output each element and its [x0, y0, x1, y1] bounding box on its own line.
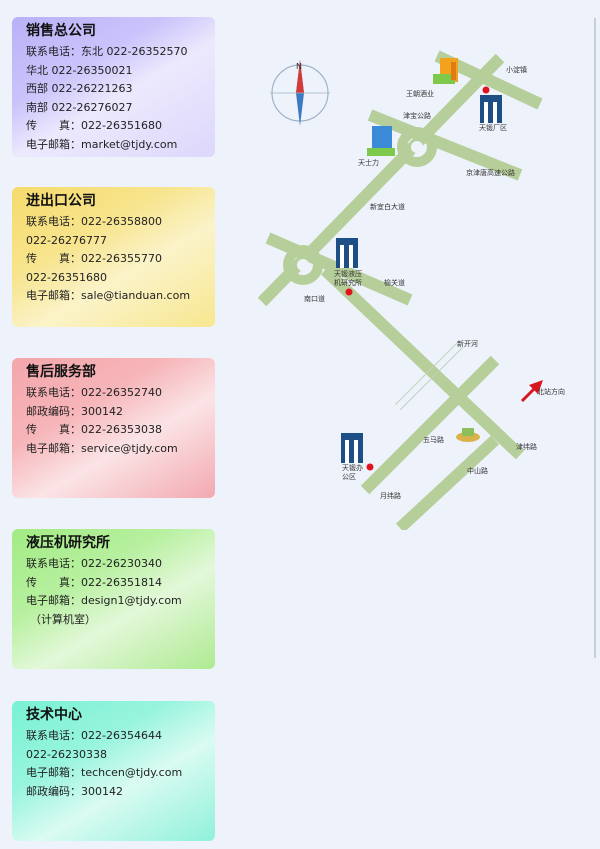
- card-line: 传 真：022-26355770: [26, 252, 162, 265]
- contact-card-import-export: 进出口公司 联系电话：022-26358800 022-26276777 传 真…: [12, 187, 215, 327]
- map-label: 南口道: [304, 294, 325, 303]
- card-line: 联系电话：022-26352740: [26, 386, 162, 399]
- card-line: 传 真：022-26351680: [26, 119, 162, 132]
- map-label: 小淀镇: [506, 65, 527, 74]
- location-marker: [366, 463, 374, 471]
- location-markers: [345, 86, 490, 471]
- card-line: 电子邮箱：design1@tjdy.com: [26, 594, 182, 607]
- card-line: 邮政编码：300142: [26, 784, 123, 798]
- direction-arrow-icon: [520, 380, 543, 403]
- card-line: 022-26276777: [26, 233, 107, 247]
- map-label: 京津唐高速公路: [466, 168, 515, 177]
- map-label: 北站方向: [537, 387, 565, 396]
- card-line: 传 真：022-26353038: [26, 423, 162, 436]
- compass-north-label: N: [296, 62, 302, 71]
- map-label: 津纬路: [516, 442, 537, 451]
- card-title: 售后服务部: [26, 364, 96, 380]
- card-line: 联系电话：022-26230340: [26, 557, 162, 570]
- card-line: 电子邮箱：sale@tianduan.com: [26, 289, 191, 302]
- roundabout: [397, 127, 437, 167]
- contact-card-after-sales: 售后服务部 联系电话：022-26352740 邮政编码：300142 传 真：…: [12, 358, 215, 498]
- scrollbar-track[interactable]: [594, 18, 596, 658]
- map-label: 天锻办: [342, 463, 363, 472]
- card-line: 邮政编码：300142: [26, 404, 123, 418]
- card-line: 联系电话：022-26358800: [26, 215, 162, 228]
- building-icon: [480, 95, 502, 123]
- location-marker: [345, 288, 353, 296]
- card-line: 电子邮箱：techcen@tjdy.com: [26, 766, 183, 779]
- contact-card-sales: 销售总公司 联系电话：东北 022-26352570 华北 022-263500…: [12, 17, 215, 157]
- map-label: 天锻液压: [334, 269, 362, 278]
- card-line: 传 真：022-26351814: [26, 575, 162, 589]
- map-label: 榆关道: [384, 278, 405, 287]
- map-label: 机研究所: [334, 278, 362, 287]
- card-line: 联系电话：东北 022-26352570: [26, 45, 188, 58]
- station-icon: [456, 428, 480, 442]
- contact-card-tech-center: 技术中心 联系电话：022-26354644 022-26230338 电子邮箱…: [12, 701, 215, 841]
- card-line: 电子邮箱：market@tjdy.com: [26, 137, 178, 151]
- map-label: 天锻厂区: [479, 123, 507, 132]
- card-line: （计算机室）: [30, 612, 96, 626]
- roads: [257, 50, 543, 530]
- card-line: 南部 022-26276027: [26, 100, 133, 114]
- map-label: 天士力: [358, 158, 379, 167]
- building-icon: [341, 433, 363, 463]
- map-label: 新宜白大道: [370, 202, 405, 211]
- contact-card-hydraulic-institute: 液压机研究所 联系电话：022-26230340 传 真：022-2635181…: [12, 529, 215, 669]
- building-icon: [433, 58, 458, 84]
- map-label: 公区: [342, 473, 356, 481]
- card-line: 华北 022-26350021: [26, 63, 133, 77]
- card-line: 022-26351680: [26, 270, 107, 284]
- building-icon: [367, 126, 395, 156]
- card-line: 联系电话：022-26354644: [26, 729, 162, 742]
- rail-lines: [394, 341, 464, 411]
- card-title: 进出口公司: [26, 193, 96, 209]
- card-title: 技术中心: [26, 707, 82, 723]
- map-label: 新开河: [457, 339, 478, 348]
- location-map: N 小淀镇 王朝酒业 津宝公路 天锻厂区: [257, 50, 565, 530]
- card-title: 销售总公司: [26, 23, 96, 39]
- map-label: 月纬路: [380, 491, 401, 500]
- building-icon: [336, 238, 358, 268]
- map-label: 中山路: [467, 466, 488, 475]
- location-marker: [482, 86, 490, 94]
- card-line: 西部 022-26221263: [26, 82, 133, 95]
- map-label: 津宝公路: [403, 111, 431, 120]
- card-title: 液压机研究所: [26, 535, 110, 551]
- roundabout: [283, 245, 323, 285]
- card-line: 电子邮箱：service@tjdy.com: [26, 441, 178, 455]
- card-line: 022-26230338: [26, 747, 107, 761]
- map-label: 五马路: [423, 435, 444, 444]
- compass-icon: N: [270, 60, 330, 126]
- map-label: 王朝酒业: [406, 89, 434, 98]
